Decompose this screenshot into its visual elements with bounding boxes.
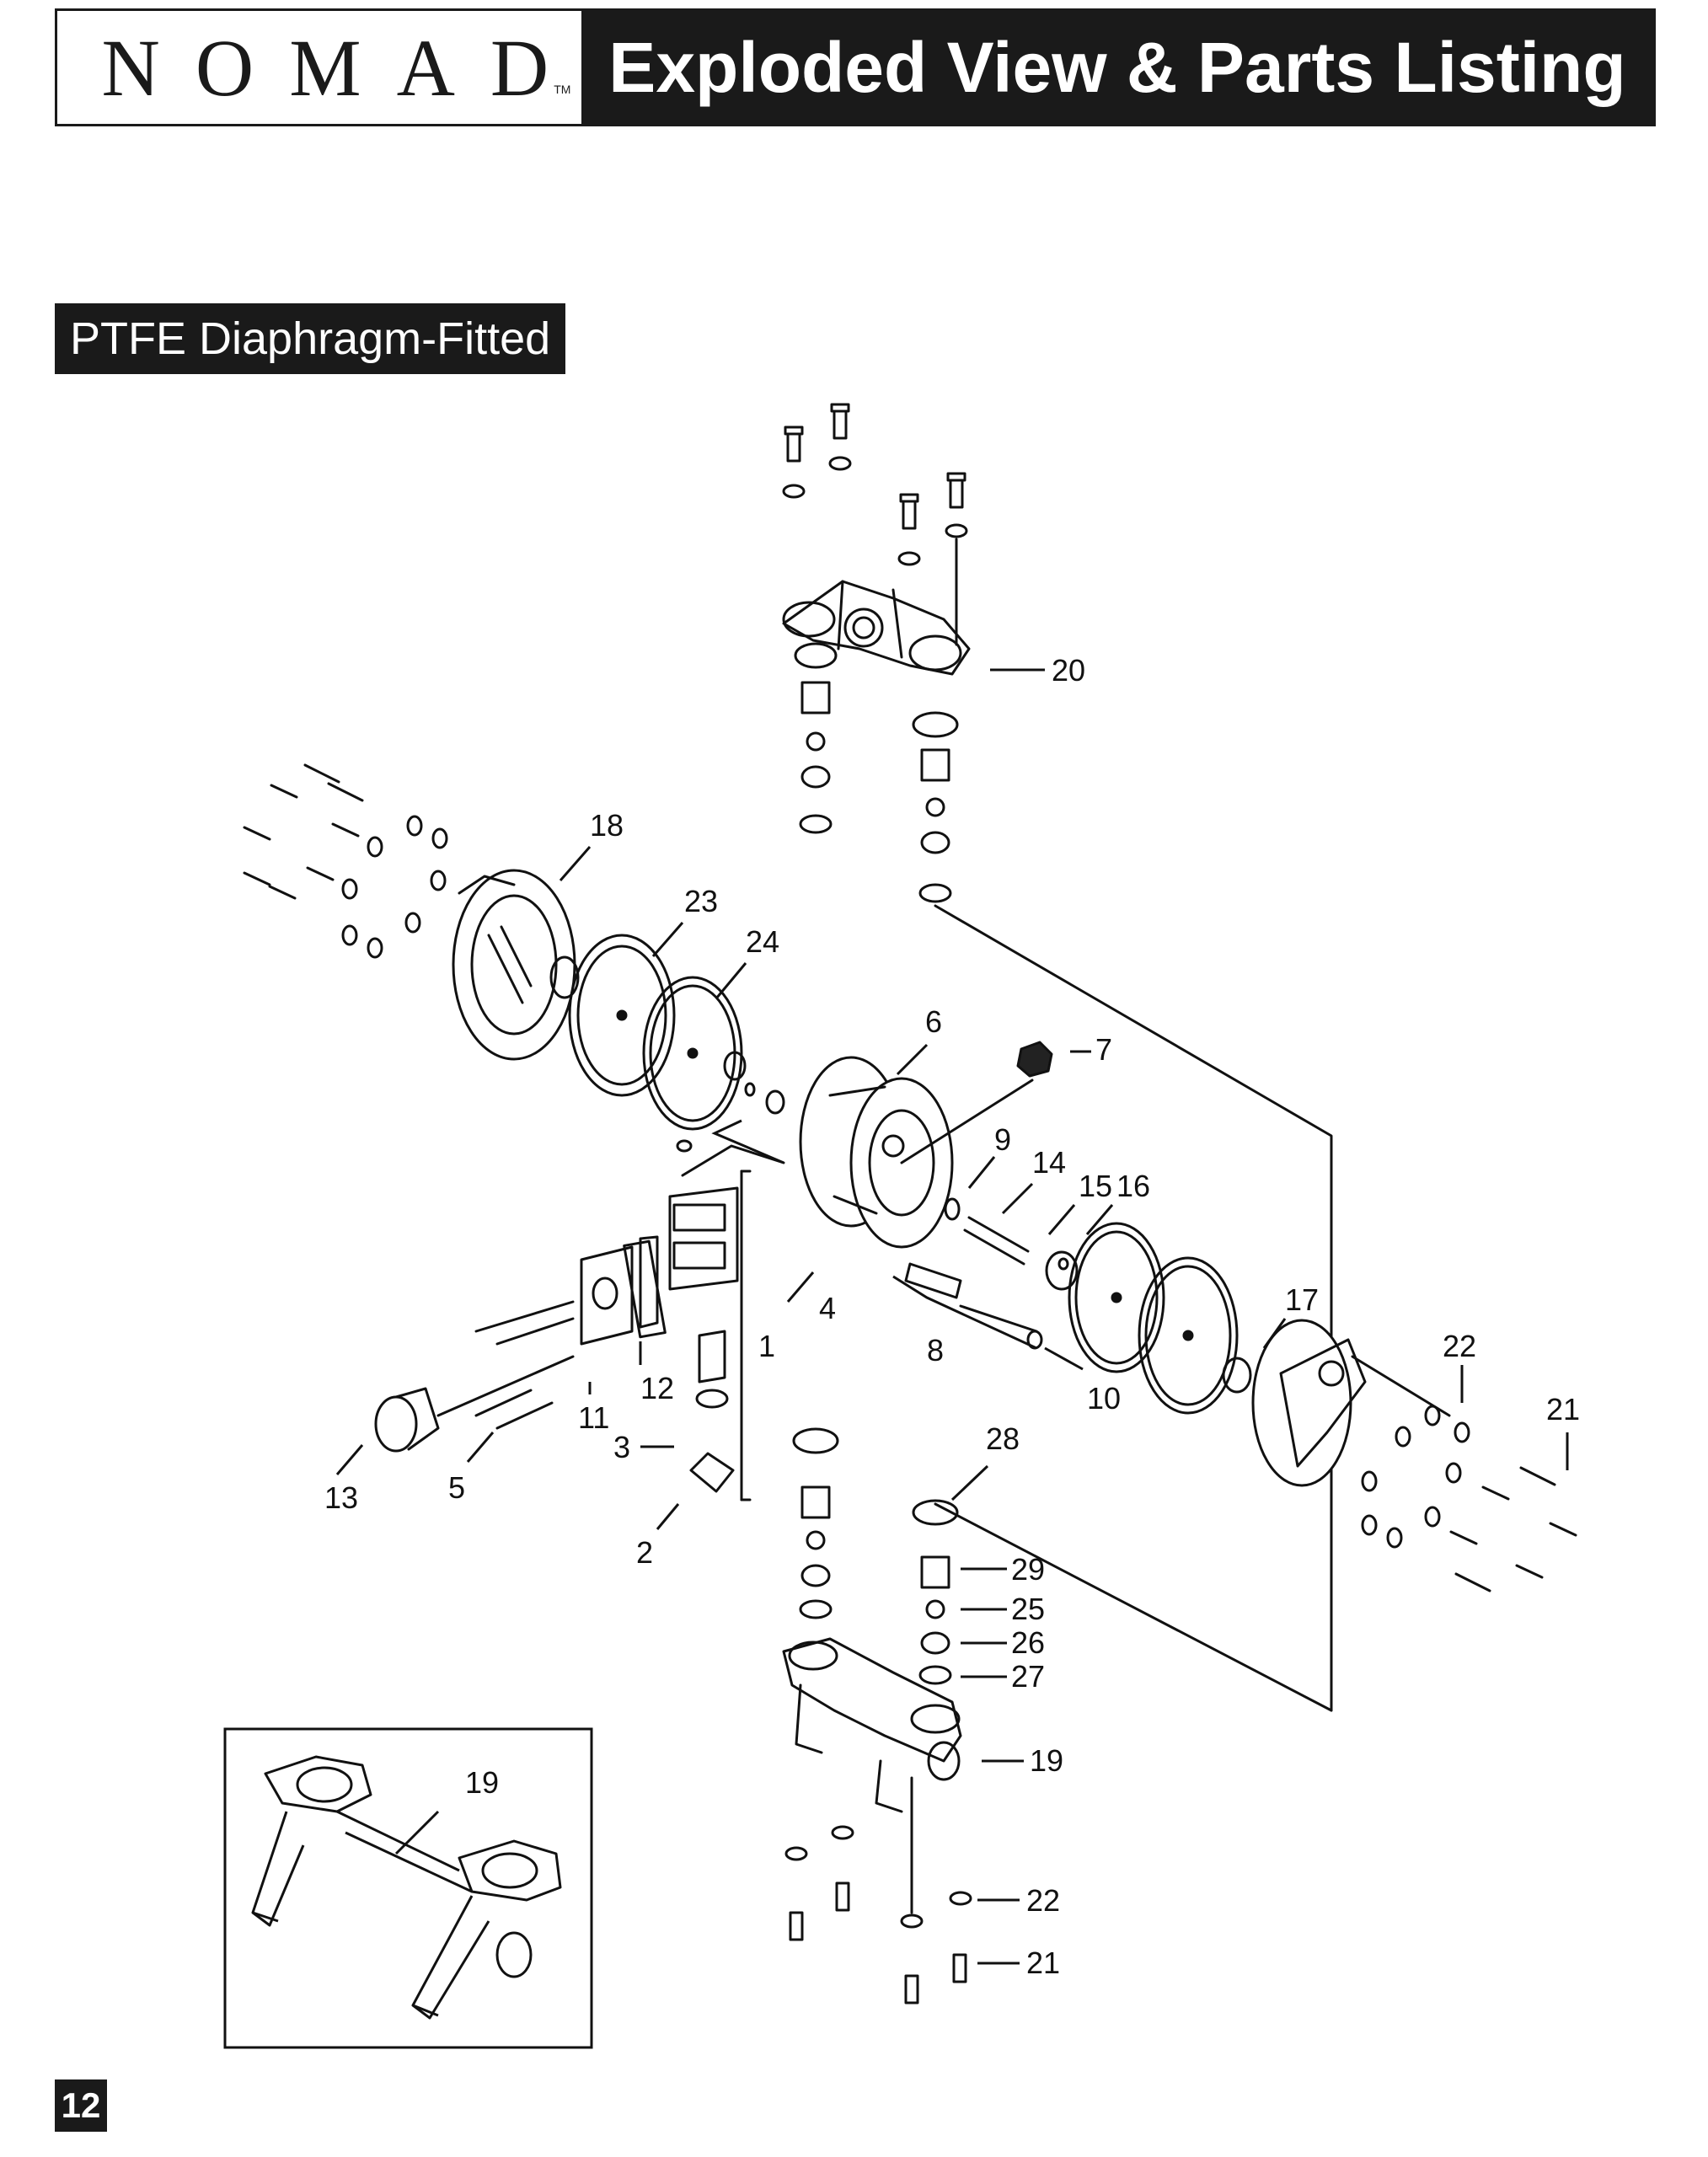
right-liquid-chamber [1251, 1319, 1451, 1487]
callout-29: 29 [1011, 1552, 1045, 1587]
callout-21-bottom: 21 [1026, 1946, 1060, 1980]
left-diaphragm-stack [549, 934, 785, 1131]
callout-22-bottom: 22 [1026, 1883, 1060, 1918]
bottom-valve-stack-right [912, 1499, 1333, 1712]
callout-5: 5 [448, 1470, 465, 1505]
page-number: 12 [55, 2079, 107, 2132]
gasket [623, 1239, 667, 1339]
callout-10: 10 [1087, 1381, 1121, 1416]
callout-11: 11 [578, 1400, 609, 1435]
left-liquid-chamber [452, 869, 576, 1061]
callout-13: 13 [324, 1480, 358, 1515]
right-bolts [1361, 1405, 1577, 1592]
bottom-valve-stack-left [792, 1427, 839, 1619]
inset-callout-19: 19 [465, 1765, 499, 1800]
air-valve-screws [474, 1300, 575, 1430]
callout-16: 16 [1116, 1169, 1150, 1203]
callout-26: 26 [1011, 1625, 1045, 1660]
callout-15: 15 [1079, 1169, 1112, 1203]
callout-18: 18 [590, 808, 624, 843]
shaft-parts [904, 1197, 1043, 1350]
callout-12: 12 [640, 1371, 674, 1405]
leader-lines [335, 668, 1569, 1965]
callout-9: 9 [994, 1122, 1011, 1157]
callout-3: 3 [613, 1430, 630, 1464]
callout-28: 28 [986, 1421, 1020, 1456]
inset-manifold-detail: 19 [223, 1727, 593, 2049]
center-section [799, 1056, 1034, 1249]
callout-2: 2 [636, 1535, 653, 1570]
callout-21: 21 [1546, 1392, 1580, 1426]
muffler [374, 1355, 575, 1453]
callout-17: 17 [1285, 1282, 1319, 1317]
discharge-manifold [782, 580, 971, 676]
callout-25: 25 [1011, 1592, 1045, 1626]
trademark-mark: TM [554, 83, 571, 96]
callout-7: 7 [1095, 1032, 1112, 1067]
callout-24: 24 [746, 924, 779, 959]
title-block: Exploded View & Parts Listing [581, 11, 1653, 124]
callout-19: 19 [1030, 1743, 1063, 1778]
callout-22: 22 [1443, 1329, 1476, 1363]
callout-8: 8 [927, 1333, 944, 1368]
callout-20: 20 [1052, 653, 1085, 688]
section-label: PTFE Diaphragm-Fitted [55, 303, 566, 374]
inlet-manifold [782, 1637, 962, 1813]
air-valve-bracket [681, 1144, 785, 1177]
callout-labels: 20 18 23 24 6 7 9 14 15 16 17 22 21 4 1 … [324, 653, 1580, 1980]
top-valve-stack-right [912, 711, 1333, 1712]
air-valve-assembly [580, 1169, 752, 1501]
callout-4: 4 [819, 1291, 836, 1325]
top-valve-stack-left [794, 642, 838, 834]
top-bolts [782, 403, 968, 646]
page-title: Exploded View & Parts Listing [608, 27, 1626, 107]
callout-23: 23 [684, 884, 718, 918]
brand-name: NOMAD [101, 22, 585, 113]
right-diaphragm-stack [1045, 1222, 1252, 1415]
left-bolts [243, 763, 448, 959]
callout-14: 14 [1032, 1145, 1066, 1180]
callout-27: 27 [1011, 1659, 1045, 1694]
callout-1: 1 [758, 1329, 775, 1363]
callout-6: 6 [925, 1004, 942, 1039]
pipe-plug [1016, 1041, 1053, 1078]
bottom-bolts [784, 1776, 972, 2004]
